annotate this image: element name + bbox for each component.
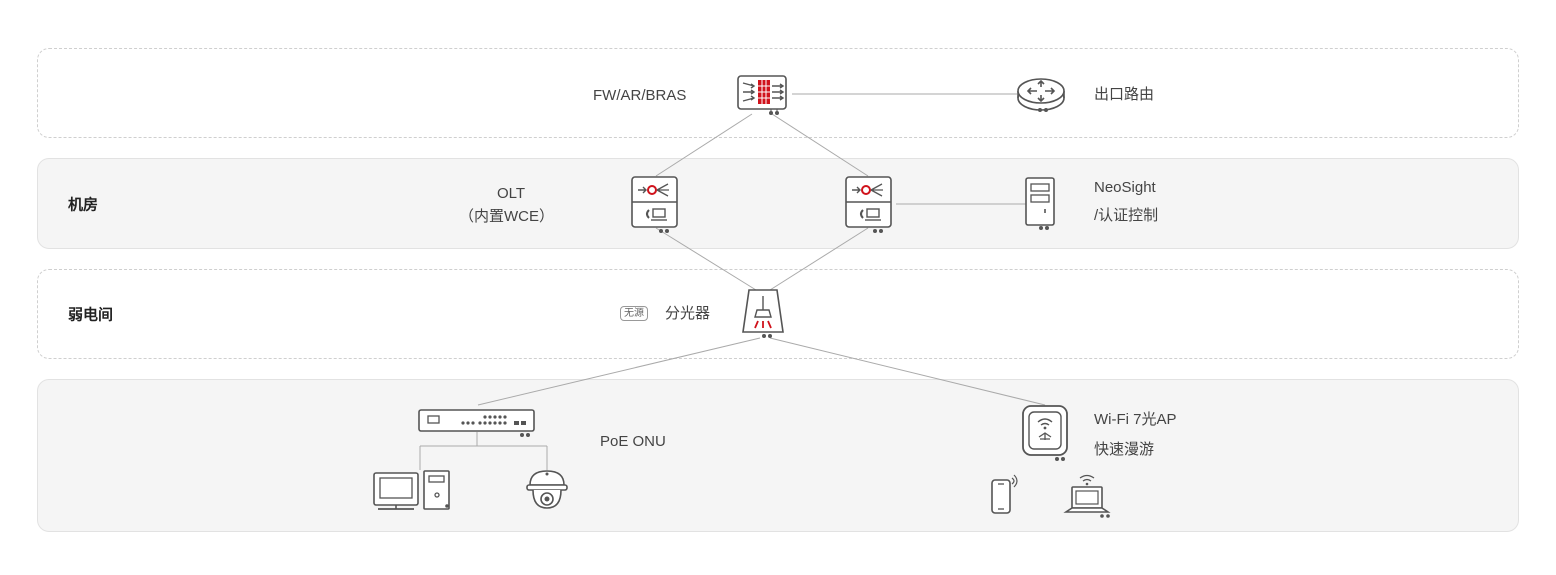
splitter-icon <box>742 289 784 338</box>
passive-badge: 无源 <box>620 306 648 321</box>
router-icon <box>1017 78 1065 112</box>
olt-icon <box>845 176 892 233</box>
olt-label-line1: OLT <box>497 185 526 202</box>
ap-label-line1: Wi-Fi 7光AP <box>1094 411 1177 428</box>
firewall-icon <box>737 75 787 115</box>
ap-label-line2: 快速漫游 <box>1094 441 1155 458</box>
onu-icon <box>418 409 535 437</box>
fw-label: FW/AR/BRAS <box>593 87 687 104</box>
layer-label: 弱电间 <box>68 306 114 324</box>
neosight-label-line2: /认证控制 <box>1094 207 1159 224</box>
layer-label: 机房 <box>68 196 99 213</box>
olt-icon <box>631 176 678 233</box>
onu-label: PoE ONU <box>600 433 666 450</box>
olt-label-line2: （内置WCE） <box>459 208 554 225</box>
neosight-label-line1: NeoSight <box>1094 179 1156 196</box>
phone-icon <box>991 474 1018 514</box>
server-icon <box>1025 177 1055 230</box>
layer-machine-room: 机房 <box>37 158 1519 249</box>
router-label: 出口路由 <box>1094 86 1155 103</box>
ap-icon <box>1022 405 1068 461</box>
laptop-icon <box>1063 474 1111 518</box>
camera-icon <box>526 470 568 509</box>
connection-lines <box>419 93 1046 470</box>
splitter-label: 分光器 <box>665 305 711 322</box>
layer-access <box>37 379 1519 532</box>
pc-icon <box>373 470 450 510</box>
